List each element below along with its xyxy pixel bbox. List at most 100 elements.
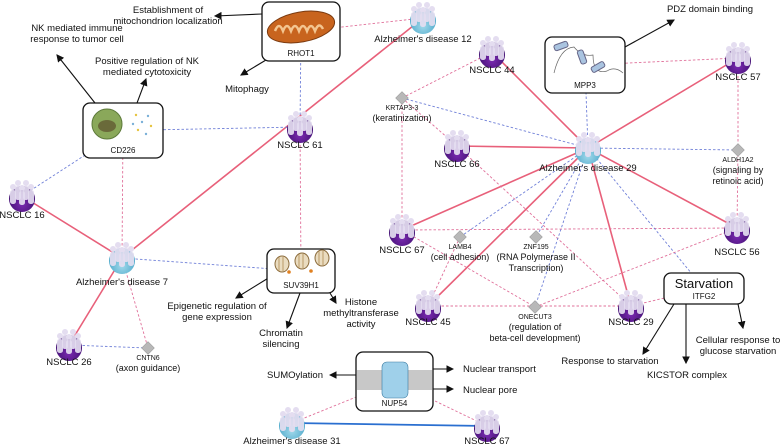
alzheimers-patient-node[interactable]: [279, 407, 305, 439]
edge-mpp3-nsclc57: [584, 57, 739, 66]
edge-aldh-nsclc56: [736, 149, 739, 229]
arrow-icon: [329, 292, 337, 304]
annotation-text: glucose starvation: [700, 346, 777, 357]
arrow-icon: [642, 303, 675, 355]
gene-node-krtap[interactable]: [395, 91, 409, 105]
patient-group-icon: [416, 290, 440, 315]
edge-alz29-nsclc67a: [401, 147, 589, 231]
annotation-mpp3-a: PDZ domain binding: [624, 4, 753, 48]
gene-name: CNTN6: [136, 355, 159, 362]
annotation-nup-a: SUMOylation: [267, 370, 356, 381]
gene-name: LAMB4: [449, 244, 472, 251]
nsclc-patient-node[interactable]: [479, 36, 505, 68]
gene-box-name: NUP54: [382, 399, 408, 408]
gene-box-cd226[interactable]: CD226: [82, 102, 164, 159]
annotation-text: Nuclear transport: [463, 364, 536, 375]
nsclc-patient-node[interactable]: [474, 410, 500, 442]
annotation-text: KICSTOR complex: [647, 370, 727, 381]
gene-function: (RNA Polymerase II: [496, 252, 575, 262]
patient-label: NSCLC 29: [608, 317, 653, 328]
gene-diamond-icon: [529, 230, 543, 244]
edge-alz7-nsclc26: [68, 257, 123, 346]
nsclc-patient-node[interactable]: [618, 290, 644, 322]
gene-box-nup54[interactable]: NUP54: [355, 351, 434, 412]
gene-node-onecut3[interactable]: [528, 300, 542, 314]
edge-alz29-nsclc45: [427, 147, 589, 307]
patient-label: NSCLC 66: [434, 159, 479, 170]
patient-group-icon: [390, 214, 414, 239]
arrow-icon: [737, 303, 746, 330]
gene-name: ONECUT3: [518, 314, 552, 321]
annotation-text: Establishment of: [133, 5, 204, 16]
nsclc-patient-node[interactable]: [389, 214, 415, 246]
annotation-text: Mitophagy: [225, 84, 269, 95]
protein-domains-icon: [553, 40, 624, 74]
gene-box-mpp3[interactable]: MPP3: [544, 36, 626, 94]
annotation-text: methyltransferase: [323, 308, 399, 319]
patient-label: NSCLC 44: [469, 65, 514, 76]
nsclc-patient-node[interactable]: [287, 111, 313, 143]
patient-group-icon: [288, 111, 312, 136]
edge-alz12-alz7: [121, 17, 424, 259]
gene-diamond-icon: [453, 230, 467, 244]
gene-name: KRTAP3-3: [386, 105, 419, 112]
edge-nsclc44-alz29: [491, 51, 589, 149]
gene-box-suv39h1[interactable]: SUV39H1: [266, 248, 336, 294]
patient-group-icon: [726, 42, 750, 67]
annotation-text: Response to starvation: [561, 356, 658, 367]
gene-node-lamb4[interactable]: [453, 230, 467, 244]
patient-label: Alzheimer's disease 29: [539, 163, 636, 174]
arrow-icon: [136, 77, 148, 104]
annotation-itfg-b: KICSTOR complex: [647, 304, 727, 381]
patient-label: NSCLC 26: [46, 357, 91, 368]
patient-label: NSCLC 67: [464, 436, 509, 447]
alzheimers-patient-node[interactable]: [575, 132, 601, 164]
gene-function: (axon guidance): [116, 363, 181, 373]
alzheimers-patient-node[interactable]: [410, 2, 436, 34]
edge-nsclc66-nsclc29: [456, 145, 632, 307]
patient-label: NSCLC 61: [277, 140, 322, 151]
alzheimers-patient-node[interactable]: [109, 242, 135, 274]
patient-group-icon: [57, 329, 81, 354]
edge-krtap-nsclc44: [401, 51, 493, 99]
edge-nsclc67a-onecut3: [401, 229, 536, 308]
gene-box-name: ITFG2: [693, 292, 716, 301]
gene-box-name: MPP3: [574, 81, 596, 90]
arrow-icon: [213, 11, 263, 20]
edge-alz29-lamb4: [459, 147, 589, 238]
edge-aldh-alz29: [587, 147, 739, 151]
nsclc-patient-node[interactable]: [56, 329, 82, 361]
gene-function: retinoic acid): [712, 176, 763, 186]
patient-label: Alzheimer's disease 12: [374, 34, 471, 45]
gene-node-cntn6[interactable]: [141, 341, 155, 355]
annotation-rhot1-b: Mitophagy: [225, 59, 269, 95]
nsclc-patient-node[interactable]: [9, 180, 35, 212]
patient-group-icon: [445, 130, 469, 155]
patient-group-icon: [411, 2, 435, 27]
gene-function: Transcription): [509, 263, 564, 273]
nsclc-patient-node[interactable]: [444, 130, 470, 162]
nsclc-patient-node[interactable]: [724, 212, 750, 244]
annotation-text: silencing: [263, 339, 300, 350]
gene-box-rhot1[interactable]: RHOT1: [261, 1, 341, 62]
patient-group-icon: [480, 36, 504, 61]
patient-label: NSCLC 57: [715, 72, 760, 83]
nsclc-patient-node[interactable]: [415, 290, 441, 322]
gene-diamond-icon: [731, 143, 745, 157]
gene-node-aldh[interactable]: [731, 143, 745, 157]
patient-group-icon: [475, 410, 499, 435]
nsclc-patient-node[interactable]: [725, 42, 751, 74]
annotation-text: Chromatin: [259, 328, 303, 339]
patient-group-icon: [110, 242, 134, 267]
nuclear-pore-icon: [357, 361, 432, 399]
gene-diamond-icon: [395, 91, 409, 105]
annotation-text: Positive regulation of NK: [95, 56, 200, 67]
gene-box-name: RHOT1: [287, 49, 315, 58]
arrow-icon: [285, 292, 301, 330]
gene-node-znf195[interactable]: [529, 230, 543, 244]
